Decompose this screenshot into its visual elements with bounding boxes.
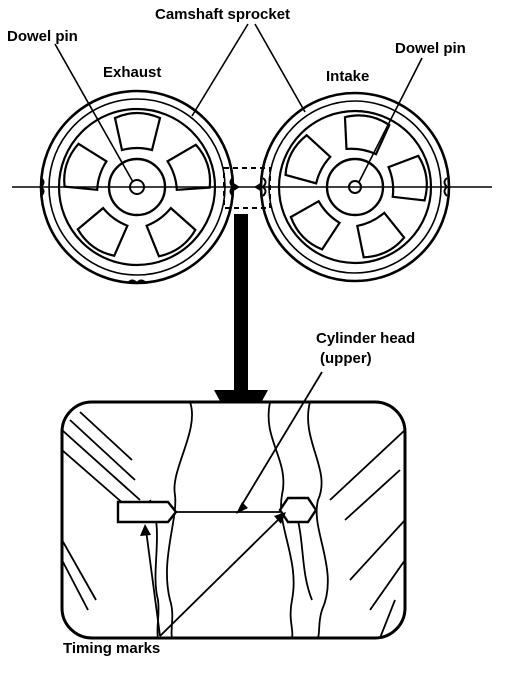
leader-sprocket-left xyxy=(191,23,249,117)
label-cylinder-head: Cylinder head xyxy=(316,330,416,347)
timing-mark-highlight xyxy=(223,167,271,209)
exhaust-notch-bottom xyxy=(127,279,147,285)
label-camshaft-sprocket: Camshaft sprocket xyxy=(155,6,291,23)
leader-timing-marks xyxy=(145,515,283,637)
label-exhaust: Exhaust xyxy=(103,64,162,81)
label-dowel-pin-right: Dowel pin xyxy=(395,40,466,57)
label-cylinder-head-upper: (upper) xyxy=(320,350,372,367)
timing-mark-pointer xyxy=(232,182,262,192)
leader-dowel-right xyxy=(358,57,423,183)
exhaust-spoke-windows xyxy=(63,111,212,258)
timing-mark-left xyxy=(116,500,178,524)
label-intake: Intake xyxy=(326,68,370,85)
timing-mark-right xyxy=(278,496,318,524)
leader-dowel-left xyxy=(54,43,134,183)
leader-cylinder-head xyxy=(239,371,323,509)
leader-lines xyxy=(54,23,423,183)
label-timing-marks: Timing marks xyxy=(63,640,161,657)
leader-cylinder-head-arrow xyxy=(236,502,248,514)
cylinder-head-detail xyxy=(60,400,407,640)
intake-spoke-windows xyxy=(284,114,428,259)
leader-sprocket-right xyxy=(254,23,306,113)
label-dowel-pin-left: Dowel pin xyxy=(7,28,78,45)
